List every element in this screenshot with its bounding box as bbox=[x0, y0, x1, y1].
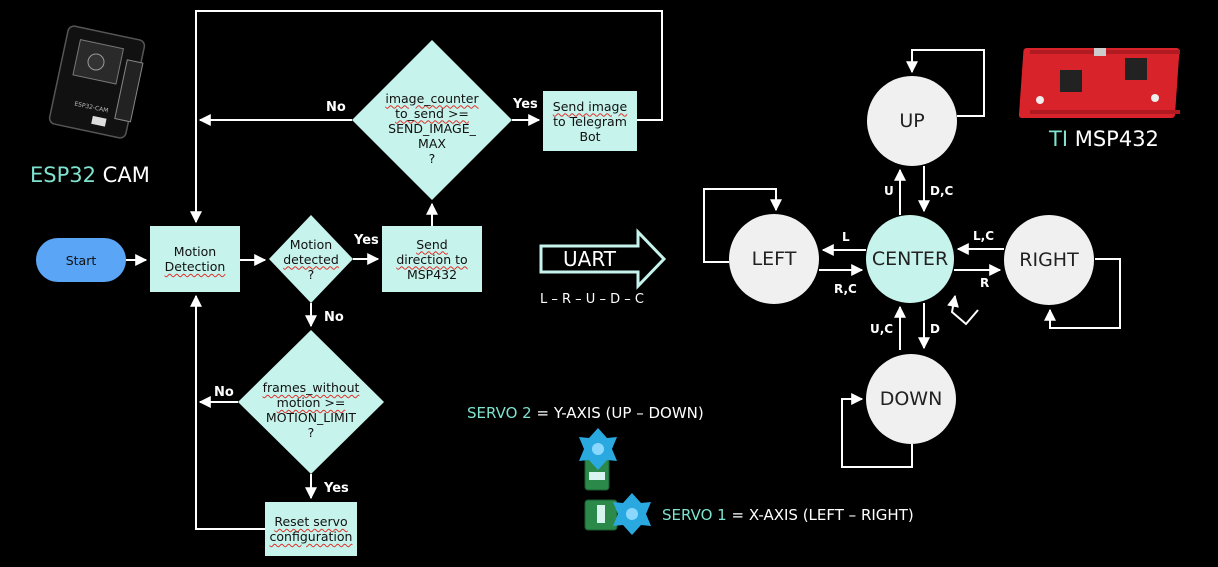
frames-without-motion-text: frames_without motion >= MOTION_LIMIT ? bbox=[244, 370, 378, 450]
reset-servo-box bbox=[265, 502, 357, 556]
send-direction-box bbox=[382, 226, 482, 292]
image-counter-line1: image_counter bbox=[385, 90, 479, 106]
motion-detected-line3: ? bbox=[307, 266, 315, 282]
image-counter-line5: ? bbox=[428, 150, 436, 166]
state-down-label: DOWN bbox=[879, 388, 943, 410]
frames-line2: motion >= bbox=[276, 395, 346, 410]
state-right bbox=[1004, 215, 1094, 305]
motion-detected-line2: detected bbox=[283, 251, 339, 267]
motion-detection-box bbox=[150, 226, 240, 292]
state-center-label: CENTER bbox=[871, 248, 949, 270]
motion-detection-line2: Detection bbox=[164, 259, 226, 274]
state-left-label: LEFT bbox=[751, 248, 797, 270]
servo1-accent: SERVO 1 bbox=[662, 506, 727, 524]
start-terminal bbox=[36, 238, 126, 282]
frames-line3: MOTION_LIMIT bbox=[265, 410, 357, 425]
servo2-label: SERVO 2 = Y-AXIS (UP – DOWN) bbox=[467, 404, 704, 422]
image-counter-text: image_counter to_send >= SEND_IMAGE_ MAX… bbox=[362, 80, 502, 176]
motion-detected-line1: Motion bbox=[289, 236, 333, 252]
servo2-rest: = Y-AXIS (UP – DOWN) bbox=[536, 404, 704, 422]
edge-left-center: R,C bbox=[834, 282, 857, 296]
edge-down-center: U,C bbox=[870, 322, 894, 336]
state-center bbox=[866, 215, 954, 303]
msp432-label: TI MSP432 bbox=[1049, 127, 1159, 151]
edge-yes-frames: Yes bbox=[324, 481, 349, 496]
edge-no-motion: No bbox=[324, 310, 344, 325]
uart-sequence: L – R – U – D – C bbox=[540, 292, 644, 307]
frames-without-motion-diamond bbox=[238, 330, 384, 474]
state-up bbox=[867, 76, 957, 166]
edge-center-right: R bbox=[980, 276, 990, 290]
state-down bbox=[866, 354, 956, 444]
motion-detection-text: Motion Detection bbox=[150, 226, 240, 292]
edge-center-down: D bbox=[930, 322, 940, 336]
edge-yes-image: Yes bbox=[513, 97, 538, 112]
send-direction-text: Send direction to MSP432 bbox=[382, 226, 482, 292]
motion-detection-line1: Motion bbox=[173, 244, 217, 259]
send-image-box bbox=[543, 91, 637, 151]
edge-no-frames: No bbox=[214, 385, 234, 400]
send-image-line1: Send image bbox=[552, 98, 628, 114]
frames-line4: ? bbox=[307, 425, 315, 440]
state-transitions bbox=[703, 49, 1121, 468]
send-image-line3: Bot bbox=[579, 128, 601, 144]
edge-no-image: No bbox=[326, 100, 346, 115]
image-counter-diamond bbox=[352, 40, 512, 200]
esp32-cam-board-icon bbox=[48, 25, 146, 139]
esp32-accent: ESP32 bbox=[30, 163, 96, 187]
send-direction-line1: Send bbox=[416, 236, 448, 252]
send-direction-line2: direction to bbox=[396, 251, 468, 267]
edge-up-center: D,C bbox=[930, 184, 954, 198]
msp432-rest: MSP432 bbox=[1074, 127, 1159, 151]
image-counter-line3: SEND_IMAGE_ bbox=[388, 120, 476, 136]
edge-right-center: L,C bbox=[973, 229, 995, 243]
edge-center-left: L bbox=[842, 230, 850, 244]
servo2-accent: SERVO 2 bbox=[467, 404, 532, 422]
uart-label: UART bbox=[563, 247, 616, 271]
servo1-label: SERVO 1 = X-AXIS (LEFT – RIGHT) bbox=[662, 506, 914, 524]
edge-yes-motion: Yes bbox=[354, 233, 379, 248]
uart-arrow bbox=[539, 228, 667, 290]
state-right-label: RIGHT bbox=[1019, 249, 1079, 271]
state-left bbox=[729, 214, 819, 304]
servo1-rest: = X-AXIS (LEFT – RIGHT) bbox=[731, 506, 914, 524]
send-direction-line3: MSP432 bbox=[406, 266, 458, 282]
edge-center-up: U bbox=[884, 184, 894, 198]
motion-detected-diamond bbox=[269, 215, 353, 303]
servo-motor-icon bbox=[584, 493, 651, 535]
frames-line1: frames_without bbox=[262, 380, 360, 395]
msp432-accent: TI bbox=[1049, 127, 1069, 151]
start-label: Start bbox=[65, 252, 97, 268]
reset-servo-line2: configuration bbox=[269, 529, 353, 544]
state-up-label: UP bbox=[899, 110, 925, 132]
image-counter-line4: MAX bbox=[418, 135, 446, 151]
esp32-rest: CAM bbox=[102, 163, 150, 187]
reset-servo-line1: Reset servo bbox=[274, 514, 348, 529]
msp432-launchpad-board-icon bbox=[1018, 48, 1180, 118]
send-image-text: Send image to Telegram Bot bbox=[543, 91, 637, 151]
esp32-cam-label: ESP32 CAM bbox=[30, 163, 150, 187]
send-image-line2: to Telegram bbox=[553, 113, 627, 129]
reset-servo-text: Reset servo configuration bbox=[265, 502, 357, 556]
flowchart-connectors bbox=[126, 10, 663, 530]
servo-motor-icon bbox=[579, 428, 617, 491]
motion-detected-text: Motion detected ? bbox=[269, 222, 353, 296]
image-counter-line2: to_send >= bbox=[395, 105, 469, 121]
